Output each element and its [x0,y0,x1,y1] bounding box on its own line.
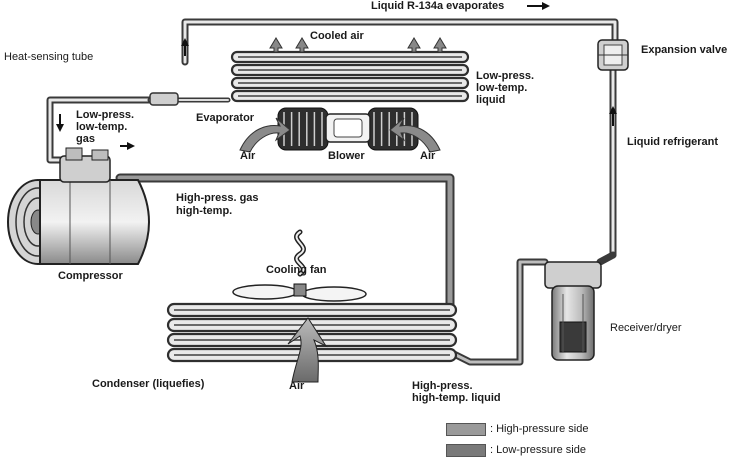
receiver-dryer-unit [545,262,601,360]
label-low-press-liquid-3: liquid [476,94,505,106]
label-condenser: Condenser (liquefies) [92,378,204,390]
label-liquid-refrigerant: Liquid refrigerant [627,136,718,148]
heat-sensing-tube-bulb [150,93,178,105]
compressor-unit [8,148,149,264]
evaporator-coil [232,52,468,101]
label-cooling-fan: Cooling fan [266,264,327,276]
label-evaporator: Evaporator [196,112,254,124]
label-low-press-gas-1: Low-press. [76,109,134,121]
label-blower: Blower [328,150,365,162]
label-air-bottom: Air [289,380,304,392]
label-receiver-dryer: Receiver/dryer [610,322,682,334]
label-heat-sensing-tube: Heat-sensing tube [4,51,93,63]
label-expansion-valve: Expansion valve [641,44,727,56]
legend-swatch-low-pressure [446,444,486,457]
label-high-press-liquid-2: high-temp. liquid [412,392,501,404]
label-liquid-evaporates: Liquid R-134a evaporates [371,0,504,12]
label-high-press-gas-2: high-temp. [176,205,232,217]
legend-swatch-high-pressure [446,423,486,436]
label-high-press-liquid-1: High-press. [412,380,473,392]
expansion-valve-body [598,40,628,70]
label-air-left: Air [240,150,255,162]
label-high-press-gas-1: High-press. gas [176,192,259,204]
label-cooled-air: Cooled air [310,30,364,42]
label-low-press-liquid-1: Low-press. [476,70,534,82]
legend-label-low-pressure: : Low-pressure side [490,444,586,456]
pipe-condenser-outlet [450,262,545,362]
label-low-press-liquid-2: low-temp. [476,82,527,94]
label-compressor: Compressor [58,270,123,282]
label-air-right: Air [420,150,435,162]
label-low-press-gas-2: low-temp. [76,121,127,133]
label-low-press-gas-3: gas [76,133,95,145]
legend-label-high-pressure: : High-pressure side [490,423,588,435]
